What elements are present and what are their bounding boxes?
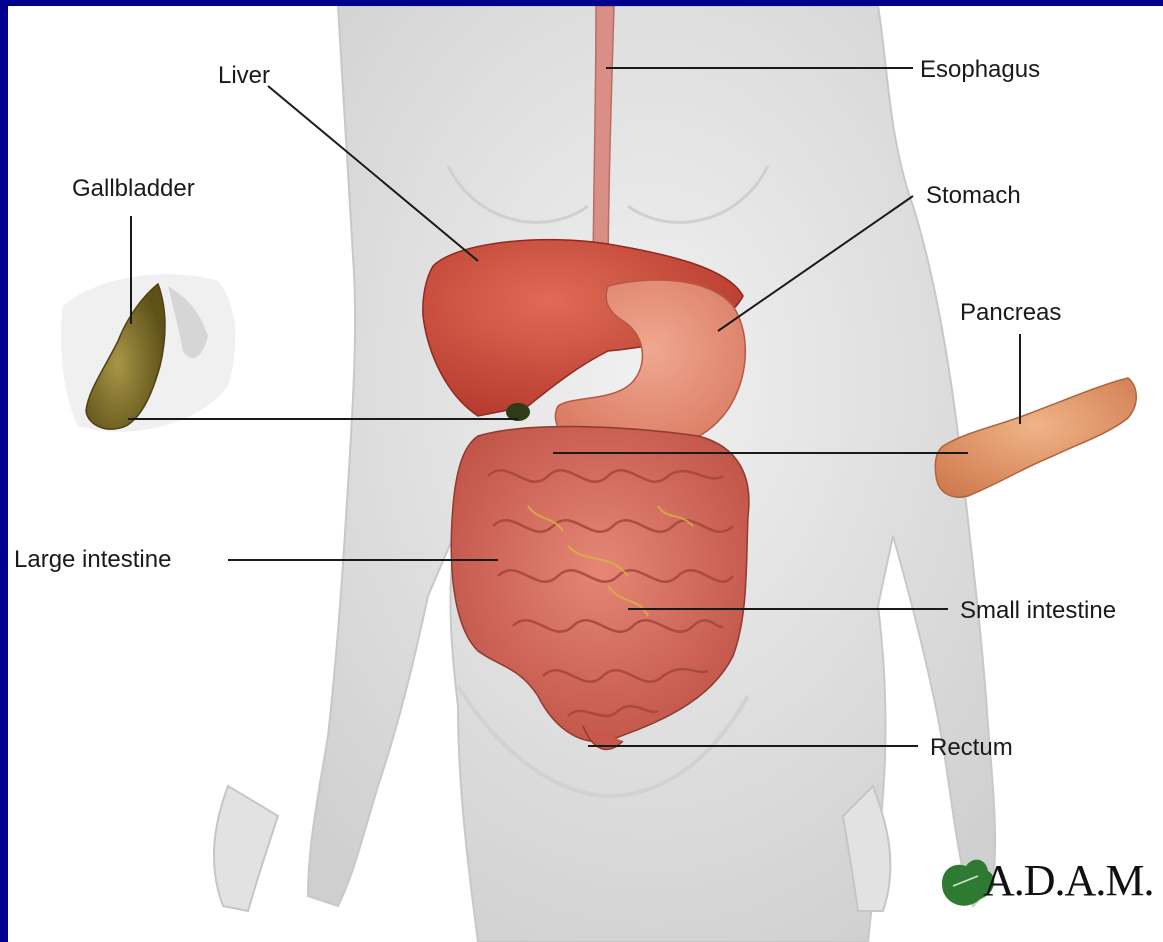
label-rectum: Rectum xyxy=(930,736,1013,760)
label-esophagus: Esophagus xyxy=(920,58,1040,82)
label-stomach: Stomach xyxy=(926,184,1021,208)
label-gallbladder: Gallbladder xyxy=(72,177,195,201)
pancreas-inset xyxy=(935,378,1136,497)
label-large-intestine: Large intestine xyxy=(14,548,171,572)
adam-logo: A.D.A.M. xyxy=(983,859,1153,903)
anatomy-illustration xyxy=(8,6,1163,942)
label-pancreas: Pancreas xyxy=(960,301,1061,325)
gallbladder-inset xyxy=(61,274,235,432)
diagram-panel: Liver Esophagus Gallbladder Stomach Panc… xyxy=(8,6,1163,942)
label-liver: Liver xyxy=(218,64,270,88)
label-small-intestine: Small intestine xyxy=(960,599,1116,623)
